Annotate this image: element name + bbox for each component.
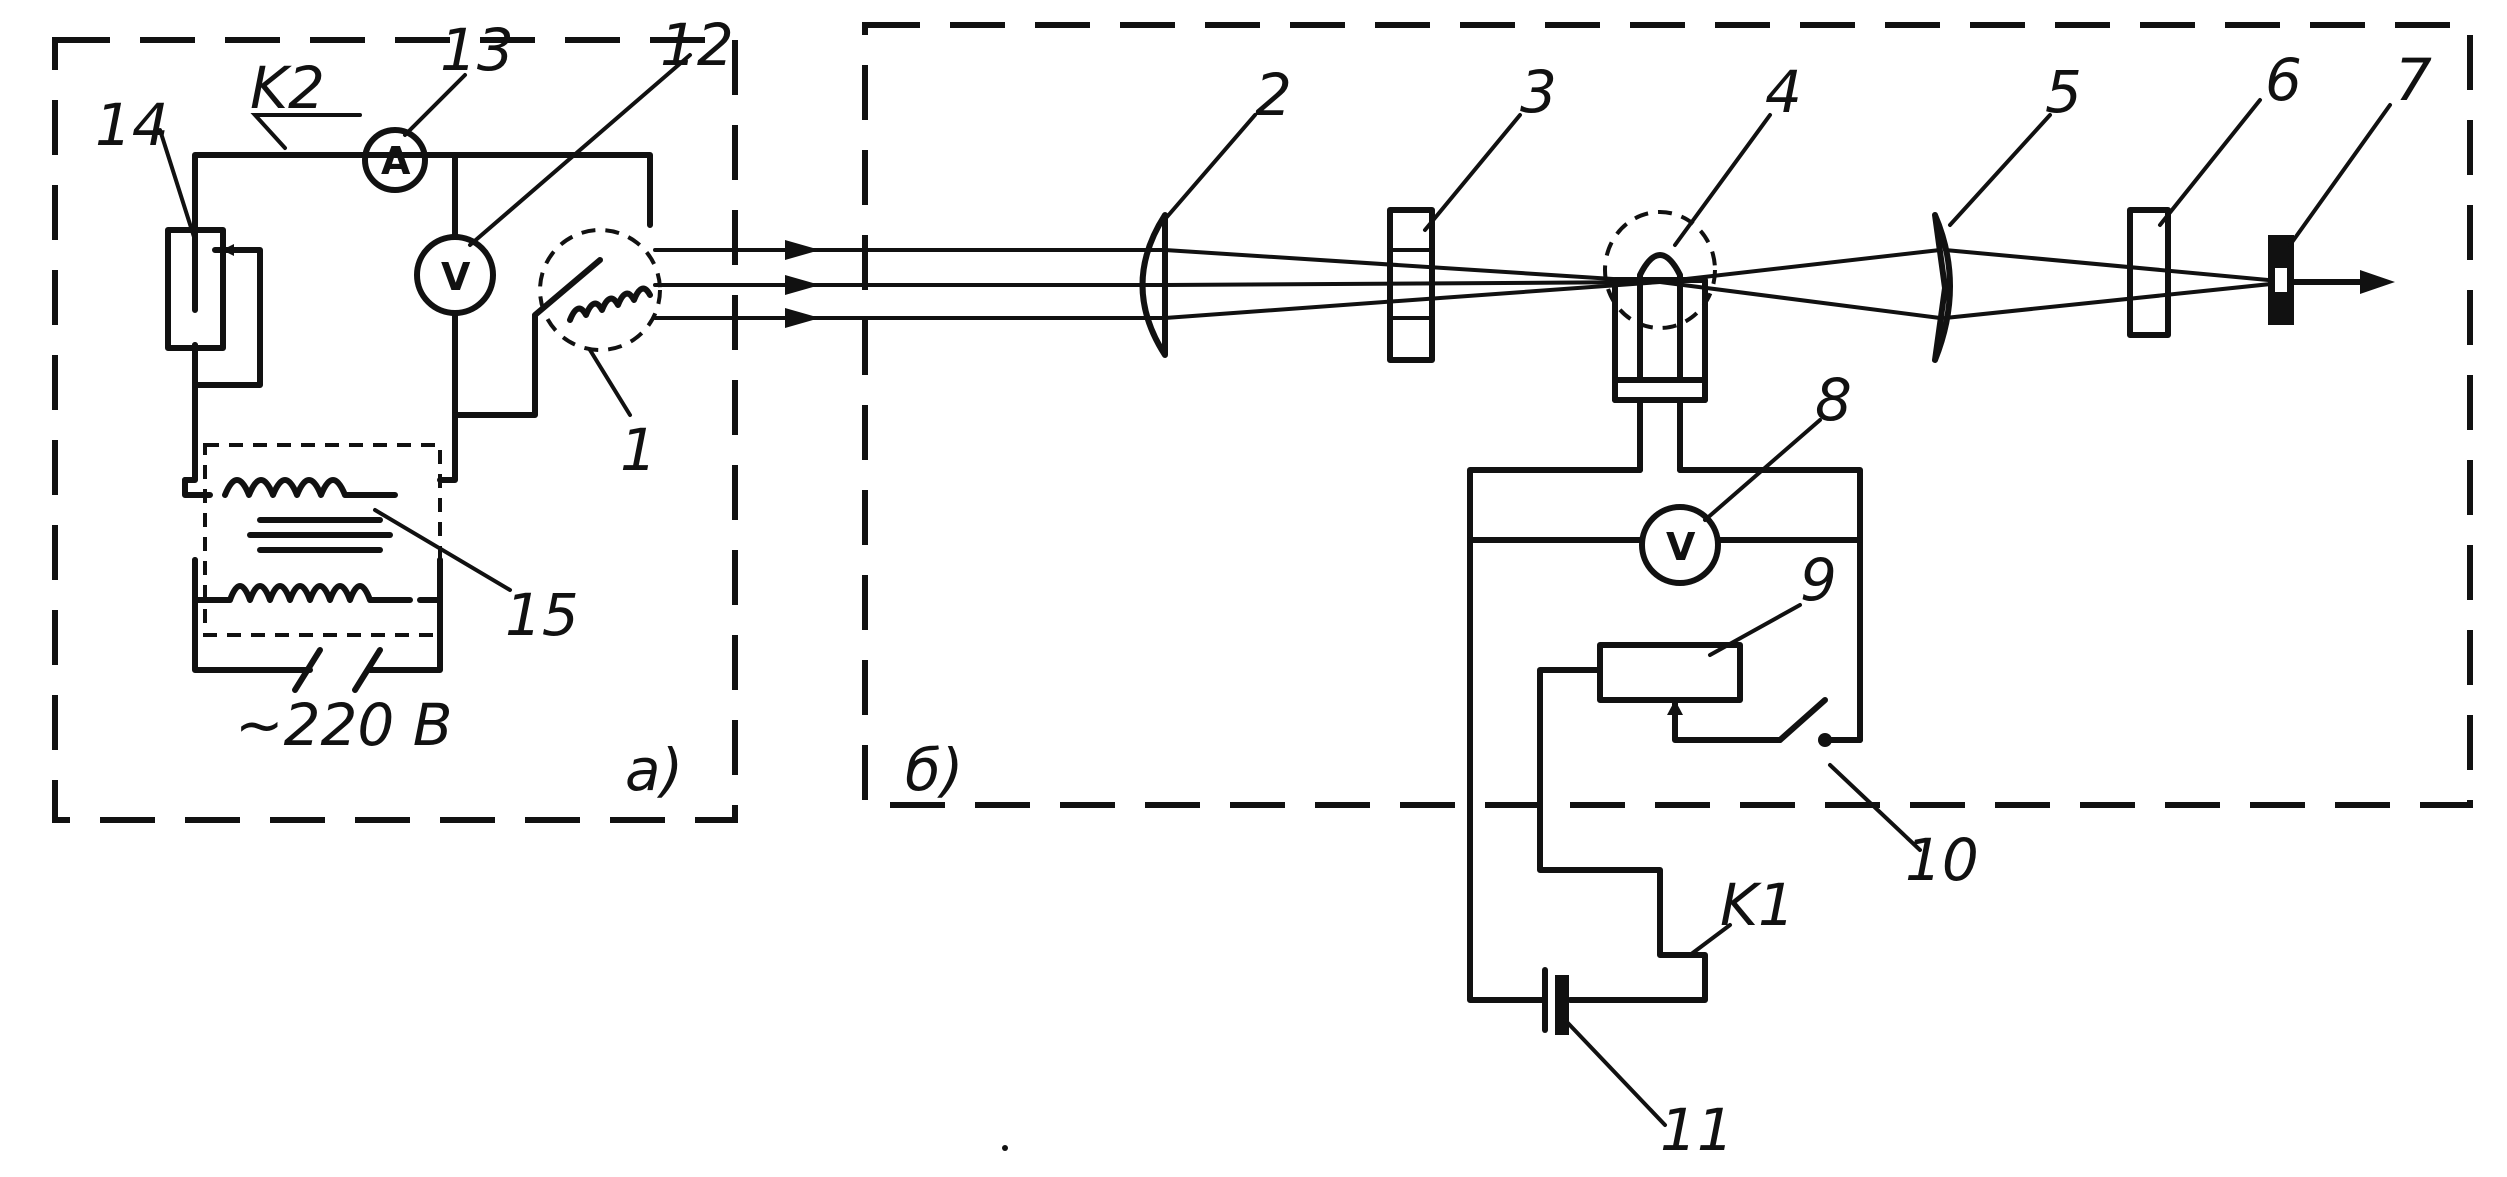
label-2: 2	[1255, 61, 1292, 129]
cell-circuit-wires	[1467, 467, 1863, 1003]
battery-11	[1542, 967, 1569, 1035]
label-4: 4	[1765, 58, 1802, 126]
label-6: 6	[2265, 46, 2302, 114]
label-8: 8	[1815, 366, 1852, 434]
lens-2	[1139, 212, 1168, 358]
transformer-15	[192, 443, 443, 637]
filter-6	[2127, 207, 2171, 338]
label-13: 13	[440, 16, 514, 84]
svg-text:A: A	[381, 139, 411, 183]
filter-3	[1387, 207, 1435, 363]
svg-text:V: V	[441, 255, 471, 299]
rheostat-14	[165, 227, 262, 351]
leader-lines	[158, 53, 2392, 1127]
mains-terminals	[292, 647, 383, 693]
ammeter-13: A	[362, 127, 428, 193]
detector-7	[2268, 235, 2294, 325]
panel-a-frame	[52, 37, 738, 823]
mains-label: ~220 B	[235, 691, 453, 759]
panel-a-label: a)	[625, 736, 683, 804]
label-k2: K2	[250, 54, 325, 122]
panel-b-frame	[862, 22, 2473, 808]
label-10: 10	[1905, 826, 1979, 894]
lens-5	[1932, 212, 1953, 363]
label-7: 7	[2395, 46, 2432, 114]
voltmeter-12: V	[414, 234, 496, 316]
label-3: 3	[1520, 58, 1557, 126]
switch-10	[1818, 733, 1832, 747]
rheostat-9	[1597, 642, 1743, 715]
label-9: 9	[1800, 546, 1837, 614]
label-11: 11	[1660, 1096, 1734, 1164]
label-k1: K1	[1720, 871, 1795, 939]
label-5: 5	[2045, 58, 2082, 126]
label-12: 12	[660, 11, 734, 79]
panel-b-label: б)	[905, 736, 963, 804]
svg-text:V: V	[1666, 525, 1696, 569]
scan-speck	[1002, 1145, 1008, 1151]
label-1: 1	[620, 416, 657, 484]
voltmeter-8: V	[1639, 504, 1721, 586]
cell-4	[1603, 210, 1717, 473]
light-beams	[653, 240, 2395, 328]
lamp-filament-1	[538, 228, 662, 352]
label-14: 14	[95, 91, 169, 159]
label-15: 15	[505, 581, 579, 649]
